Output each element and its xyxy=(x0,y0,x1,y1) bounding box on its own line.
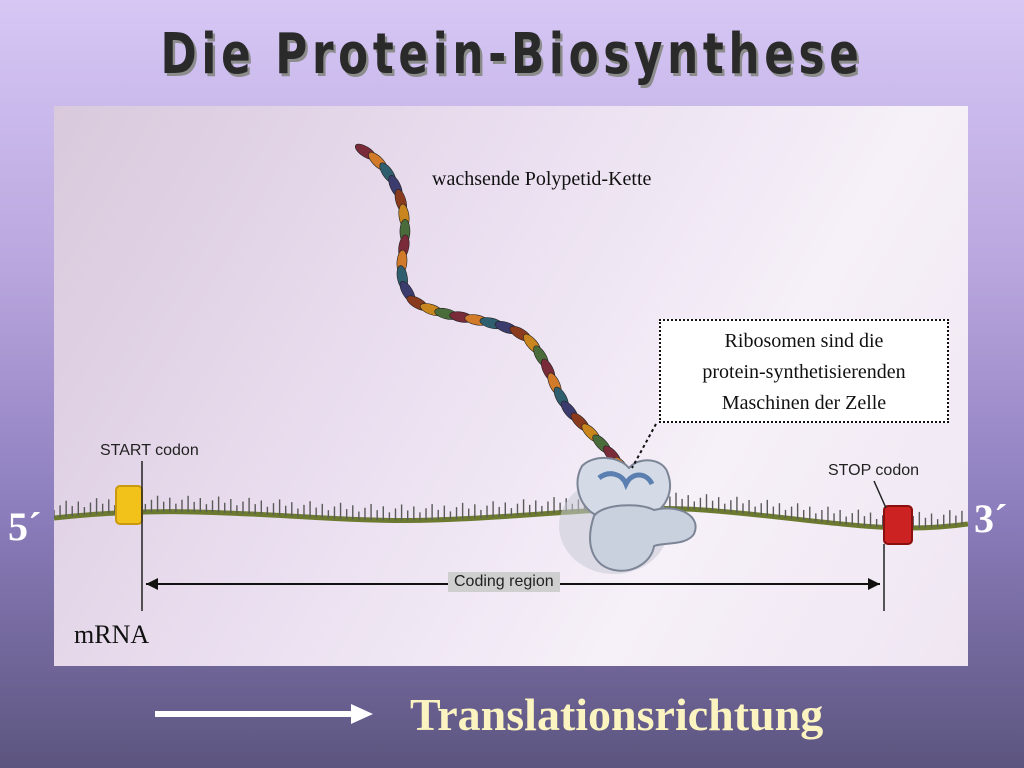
callout-line-1: Ribosomen sind die xyxy=(724,330,884,352)
translation-diagram xyxy=(54,143,968,611)
mrna-strand xyxy=(54,492,968,531)
stop-codon-marker xyxy=(873,480,913,611)
stop-codon-label: STOP codon xyxy=(828,462,920,479)
polypeptide-label: wachsende Polypetid-Kette xyxy=(432,168,652,190)
diagram-panel: wachsende Polypetid-Kette Ribosomen sind… xyxy=(54,106,968,666)
callout-line-2: protein-synthetisierenden xyxy=(702,361,906,383)
coding-region-label: Coding region xyxy=(448,572,560,592)
ribosome xyxy=(559,457,697,574)
five-prime-label: 5´ xyxy=(8,504,42,549)
start-codon-label: START codon xyxy=(100,442,199,459)
slide-title: Die Protein-Biosynthese xyxy=(160,22,864,87)
three-prime-label: 3´ xyxy=(974,496,1008,541)
polypeptide-chain xyxy=(354,143,631,479)
ribosome-callout: Ribosomen sind die protein-synthetisiere… xyxy=(659,319,949,423)
translation-direction-label: Translationsrichtung xyxy=(410,689,824,740)
callout-line-3: Maschinen der Zelle xyxy=(721,392,887,414)
callout-pointer xyxy=(631,423,657,469)
direction-arrow-icon xyxy=(155,704,373,724)
mrna-label: mRNA xyxy=(74,620,150,649)
start-codon-marker xyxy=(115,461,143,611)
